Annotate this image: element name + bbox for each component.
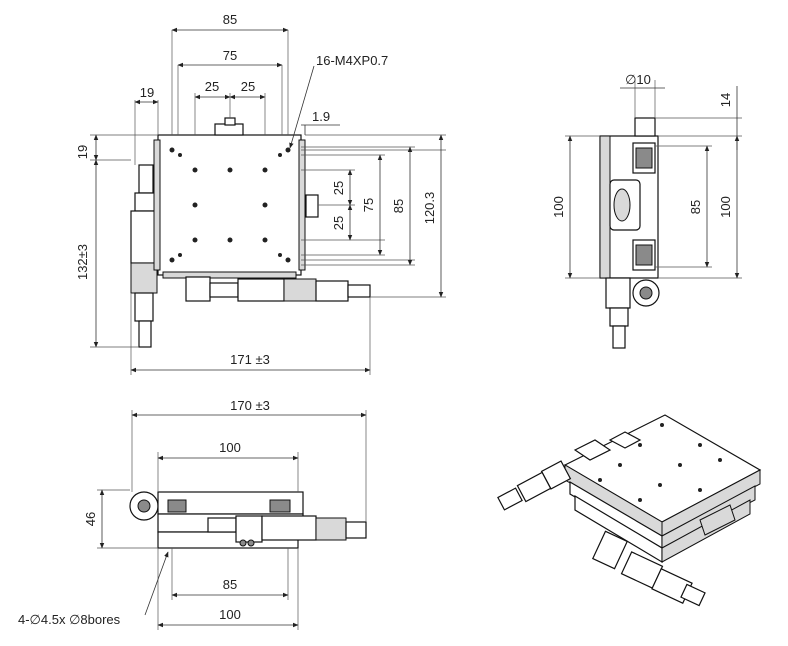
front-view-dimensions: 170 ±3 100 46 85 100 4-∅4.5x ∅8bores bbox=[18, 398, 367, 630]
dim-170: 170 ±3 bbox=[230, 398, 270, 413]
top-view-dimensions: 85 75 25 25 19 19 132±3 bbox=[75, 12, 446, 375]
dim-14: 14 bbox=[718, 93, 733, 107]
dim-19-horizontal: 19 bbox=[140, 85, 154, 100]
side-view: ∅10 14 100 85 100 bbox=[551, 72, 742, 349]
dim-85-vertical: 85 bbox=[391, 199, 406, 213]
dim-25-left: 25 bbox=[205, 79, 219, 94]
bores-callout: 4-∅4.5x ∅8bores bbox=[18, 612, 121, 627]
dim-100-left: 100 bbox=[551, 196, 566, 218]
dim-85-top: 85 bbox=[223, 12, 237, 27]
dim-100-right: 100 bbox=[718, 196, 733, 218]
dim-100-top: 100 bbox=[219, 440, 241, 455]
dim-75-vertical: 75 bbox=[361, 198, 376, 212]
dim-171: 171 ±3 bbox=[230, 352, 270, 367]
dim-19-vertical: 19 bbox=[75, 145, 90, 159]
dim-dia-10: ∅10 bbox=[625, 72, 651, 87]
y-micrometer bbox=[130, 164, 158, 348]
dim-132: 132±3 bbox=[75, 244, 90, 280]
dim-25-v1: 25 bbox=[331, 181, 346, 195]
mounting-holes bbox=[169, 147, 291, 263]
x-micrometer bbox=[185, 276, 371, 302]
dim-85-bottom: 85 bbox=[223, 577, 237, 592]
dim-85-side: 85 bbox=[688, 200, 703, 214]
dim-25-v2: 25 bbox=[331, 216, 346, 230]
isometric-view bbox=[497, 414, 762, 607]
dim-1-9: 1.9 bbox=[312, 109, 330, 124]
stage-top-plate bbox=[157, 134, 302, 276]
dim-100-bottom: 100 bbox=[219, 607, 241, 622]
dim-46: 46 bbox=[83, 512, 98, 526]
dim-120-3: 120.3 bbox=[422, 192, 437, 225]
front-view: 170 ±3 100 46 85 100 4-∅4.5x ∅8bores bbox=[18, 398, 367, 630]
thread-callout: 16-M4XP0.7 bbox=[316, 53, 388, 68]
dim-75-top: 75 bbox=[223, 48, 237, 63]
dim-25-right: 25 bbox=[241, 79, 255, 94]
side-view-dimensions: ∅10 14 100 85 100 bbox=[551, 72, 742, 279]
top-view: 85 75 25 25 19 19 132±3 bbox=[75, 12, 446, 375]
